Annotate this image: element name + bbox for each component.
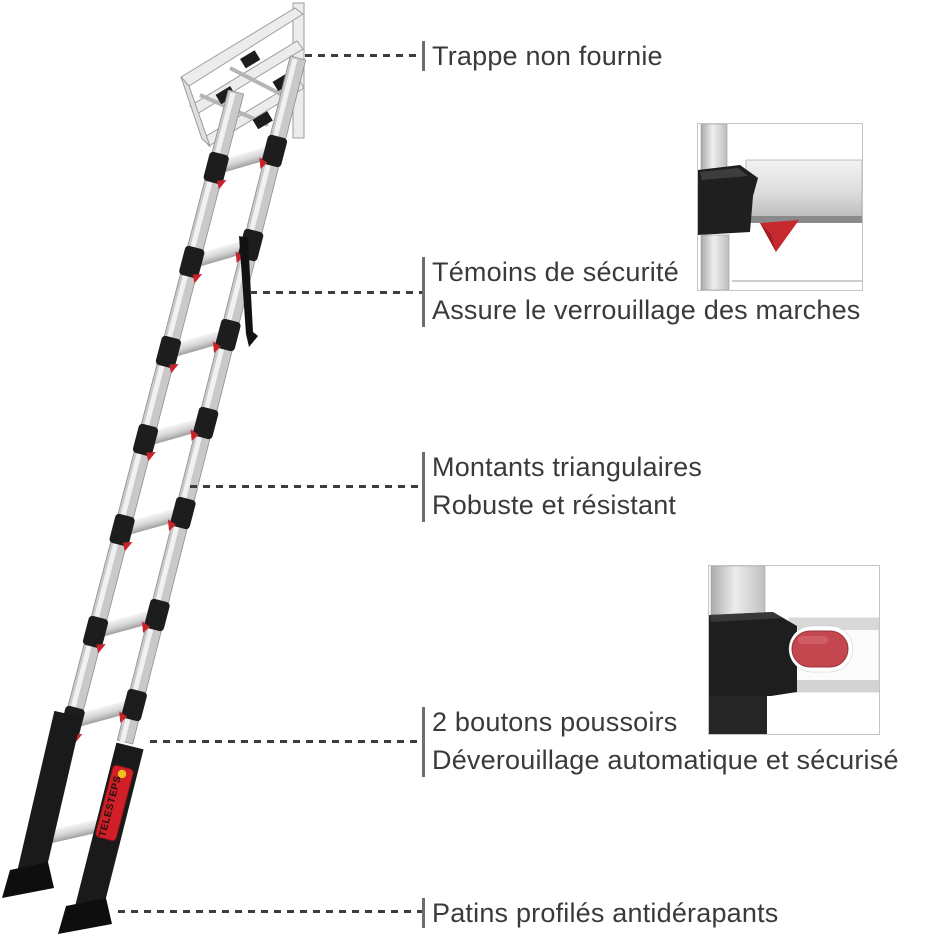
leg-sleeve-left: [16, 710, 82, 882]
callout-uprights-label: Montants triangulaires Robuste et résist…: [432, 452, 703, 520]
callout-buttons-line: [150, 740, 422, 743]
lower-legs: TELESTEPS: [2, 710, 144, 934]
ladder-rung: [71, 700, 135, 727]
ladder-rung: [145, 418, 206, 445]
foot-left: [2, 862, 54, 898]
safety-strap: [239, 236, 258, 347]
callout-hatch-label: Trappe non fournie: [432, 41, 663, 71]
rail-tube-bottom: [700, 234, 730, 290]
hatch-frame: [180, 2, 305, 148]
callout-buttons-label: 2 boutons poussoirs Déverouillage automa…: [432, 707, 899, 775]
red-indicator-tab: [760, 220, 799, 252]
callout-feet-label: Patins profilés antidérapants: [432, 898, 779, 928]
rail-tube-top: [700, 124, 728, 175]
rail-tube-bottom: [709, 696, 767, 734]
foot-right: [58, 898, 112, 934]
ladder-rung: [168, 330, 229, 357]
callout-safety-line: [250, 291, 422, 294]
callout-safety-tick: [422, 257, 425, 327]
callout-buttons-tick: [422, 707, 425, 777]
ladder-rung: [95, 610, 158, 637]
inset-push-button: [708, 565, 880, 735]
callout-hatch-tick: [422, 41, 425, 71]
inset-safety-indicator: [697, 123, 863, 291]
callout-feet-tick: [422, 898, 425, 928]
ladder-rung: [121, 508, 184, 535]
rung-closeup: [745, 159, 862, 221]
rail-tube-top: [710, 566, 766, 621]
lock-collar: [709, 612, 797, 696]
callout-uprights-tick: [422, 452, 425, 522]
ladder-rung: [35, 817, 112, 846]
callout-hatch-line: [305, 54, 421, 57]
callout-safety-label: Témoins de sécurité Assure le verrouilla…: [432, 257, 861, 325]
callout-feet-line: [118, 910, 422, 913]
callout-uprights-line: [190, 485, 422, 488]
ladder-rung: [191, 240, 252, 267]
ladder-rung: [215, 146, 276, 173]
ladder-rungs: [35, 146, 276, 846]
lock-block: [698, 165, 758, 235]
